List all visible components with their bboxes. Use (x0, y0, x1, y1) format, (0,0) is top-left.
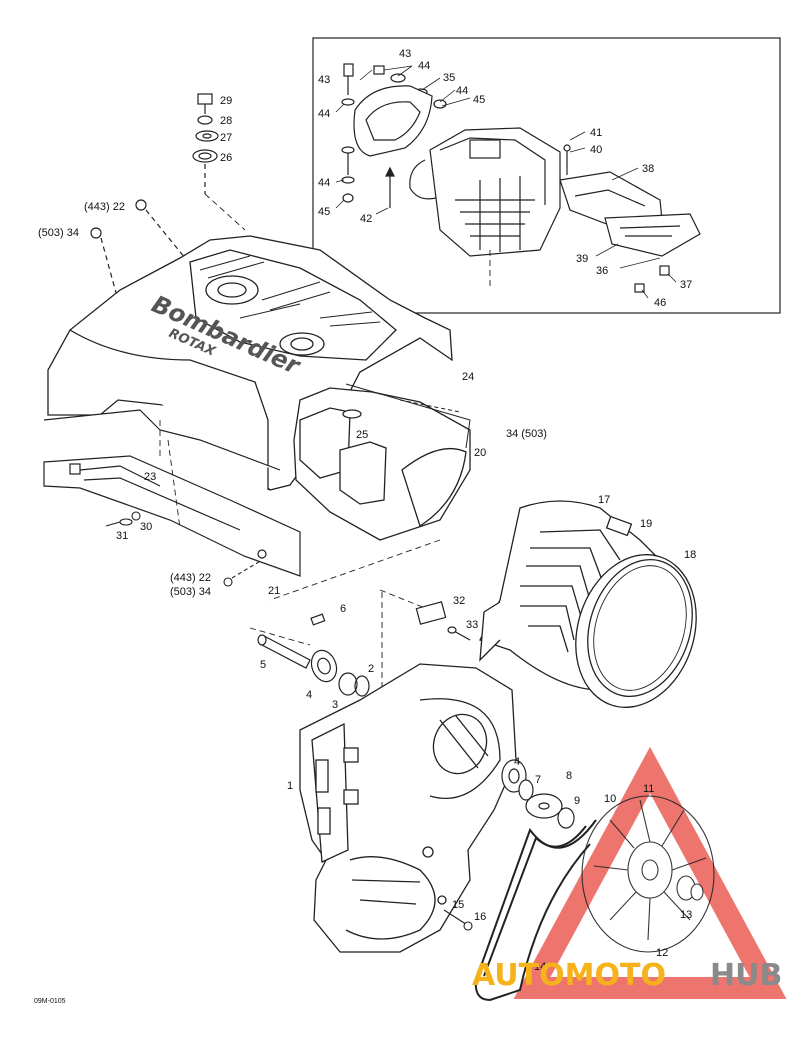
callout-25: 25 (356, 429, 368, 441)
callout-31: 31 (116, 530, 128, 542)
callout-45: 45 (473, 94, 485, 106)
drive-belt (474, 819, 597, 1002)
callout-34: 34 (503) (506, 428, 547, 440)
hardware-22-34-top (90, 199, 186, 301)
callout-46: 46 (654, 297, 666, 309)
callout-18: 18 (684, 549, 696, 561)
callout-21: 21 (268, 585, 280, 597)
callout-4: 4 (514, 756, 520, 768)
callout-44: 44 (456, 85, 468, 97)
cover-plate-20 (345, 383, 471, 449)
inset-bolt-stack (341, 63, 355, 203)
callout-2: 2 (368, 663, 374, 675)
drawing-code: 09M-0105 (34, 998, 66, 1005)
callout-30: 30 (140, 521, 152, 533)
callout-12: 12 (656, 947, 668, 959)
inset-group (312, 37, 781, 314)
callout-42: 42 (360, 213, 372, 225)
callout-36: 36 (596, 265, 608, 277)
shaft-parts (257, 601, 471, 697)
callout-14: 14 (534, 961, 546, 973)
callout-23: 23 (144, 471, 156, 483)
inset-intake-housing (409, 127, 561, 257)
callout-16: 16 (474, 911, 486, 923)
callout-17: 17 (598, 494, 610, 506)
callout-24: 24 (462, 371, 474, 383)
callout-10: 10 (604, 793, 616, 805)
callout-35: 35 (443, 72, 455, 84)
callout-3: 3 (332, 699, 338, 711)
callout-34: (503) 34 (38, 227, 79, 239)
watermark-logo: AUTOMOTO HUB (472, 958, 782, 993)
callout-7: 7 (535, 774, 541, 786)
callout-44: 44 (418, 60, 430, 72)
callout-5: 5 (260, 659, 266, 671)
callout-27: 27 (220, 132, 232, 144)
callout-19: 19 (640, 518, 652, 530)
callout-44: 44 (318, 108, 330, 120)
fan-shroud (479, 500, 697, 708)
callout-22: (443) 22 (84, 201, 125, 213)
callout-20: 20 (474, 447, 486, 459)
callout-34: (503) 34 (170, 586, 211, 598)
callout-26: 26 (220, 152, 232, 164)
watermark-triangle (513, 746, 787, 999)
inset-bracket (353, 85, 433, 157)
watermark-text-hub: HUB (710, 958, 782, 993)
lower-panel (43, 409, 301, 577)
callout-29: 29 (220, 95, 232, 107)
callout-8: 8 (566, 770, 572, 782)
callout-22: (443) 22 (170, 572, 211, 584)
cooling-fan (581, 795, 715, 953)
callout-45: 45 (318, 206, 330, 218)
callout-13: 13 (680, 909, 692, 921)
bolts-15-16 (443, 909, 473, 931)
callout-28: 28 (220, 115, 232, 127)
callout-9: 9 (574, 795, 580, 807)
callout-11: 11 (643, 783, 654, 795)
callout-6: 6 (340, 603, 346, 615)
callout-39: 39 (576, 253, 588, 265)
watermark-text-automoto: AUTOMOTO (472, 958, 666, 993)
callout-33: 33 (466, 619, 478, 631)
callout-43: 43 (399, 48, 411, 60)
main-housing (299, 663, 517, 953)
hardware-lower (105, 511, 263, 587)
callout-41: 41 (590, 127, 602, 139)
inset-grille (604, 213, 701, 257)
callout-1: 1 (287, 780, 293, 792)
callout-4: 4 (306, 689, 312, 701)
callout-40: 40 (590, 144, 602, 156)
callout-15: 15 (452, 899, 464, 911)
callout-43: 43 (318, 74, 330, 86)
callout-38: 38 (642, 163, 654, 175)
callout-37: 37 (680, 279, 692, 291)
callout-32: 32 (453, 595, 465, 607)
pulley-parts (501, 759, 575, 829)
callout-44: 44 (318, 177, 330, 189)
hardware-stack-26-29 (192, 93, 219, 194)
callout-labels: 43 43 44 44 44 44 35 45 45 41 40 38 42 3… (38, 48, 696, 973)
inset-frame (312, 37, 781, 314)
